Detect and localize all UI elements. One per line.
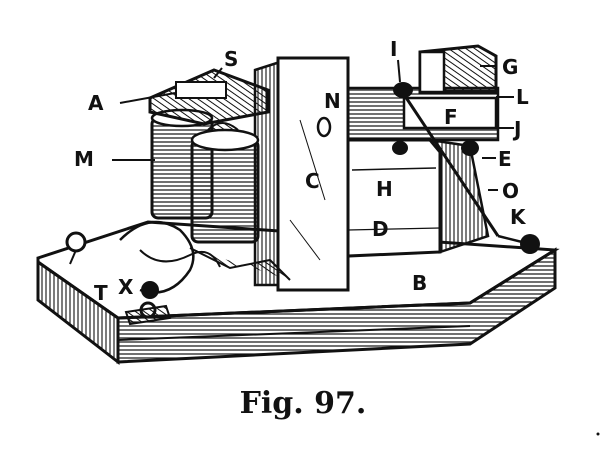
label-i: I [390,37,397,61]
rear-coil [346,86,500,142]
label-a: A [88,91,104,115]
label-o: O [502,179,519,203]
label-n: N [324,89,341,113]
leader-lines [112,59,514,191]
paper-speck [596,432,600,436]
label-t: T [94,281,108,305]
label-b: B [412,271,427,295]
label-j: J [512,117,521,141]
armature-bar [148,68,270,126]
letter-labels: S A M N C I G L F J E H O D K B T X [74,37,529,305]
label-e: E [498,147,512,171]
terminal-block [418,44,498,94]
label-h: H [376,177,393,201]
terminal-screws [65,231,172,326]
lever-wire [393,82,540,254]
label-x: X [118,275,134,299]
label-d: D [372,217,389,241]
electromagnet-coil [150,108,260,244]
binding-wires [119,220,291,294]
figure-caption: Fig. 97. [239,386,367,421]
label-m: M [74,147,94,171]
label-f: F [444,105,458,129]
label-s: S [224,47,238,71]
label-g: G [502,55,518,79]
label-k: K [510,205,527,229]
adjusting-screw [392,140,479,156]
label-l: L [516,85,529,109]
label-c: C [305,169,320,193]
relay-box [346,138,490,258]
